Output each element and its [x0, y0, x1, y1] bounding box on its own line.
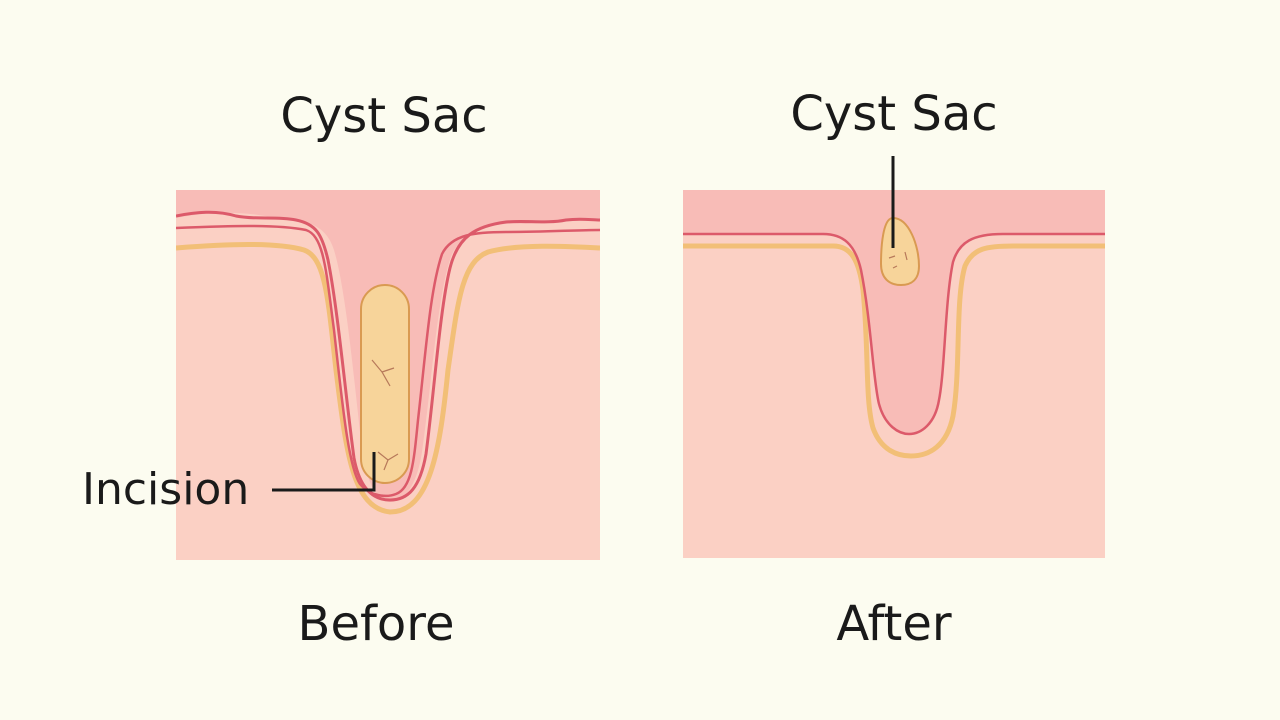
cyst-sac	[879, 216, 921, 287]
after-diagram-panel	[683, 190, 1105, 558]
epidermis-outer-line	[176, 210, 600, 502]
cyst-sac	[360, 284, 410, 484]
cyst-crack-mark-lower	[377, 451, 399, 471]
fat-layer-line	[176, 242, 600, 515]
before-caption: Before	[297, 596, 455, 652]
upper-skin-band	[683, 190, 1105, 434]
after-caption: After	[836, 596, 952, 652]
cyst-sac-title-before: Cyst Sac	[280, 88, 488, 144]
cyst-sac-title-after: Cyst Sac	[790, 86, 998, 142]
before-diagram-panel	[176, 190, 600, 560]
cyst-crack-mark	[371, 359, 395, 387]
epidermis-inner-line	[176, 224, 600, 498]
epidermis-line	[683, 232, 1105, 436]
incision-label: Incision	[82, 464, 250, 515]
fat-layer-line	[683, 243, 1105, 459]
cyst-marks	[888, 251, 908, 269]
